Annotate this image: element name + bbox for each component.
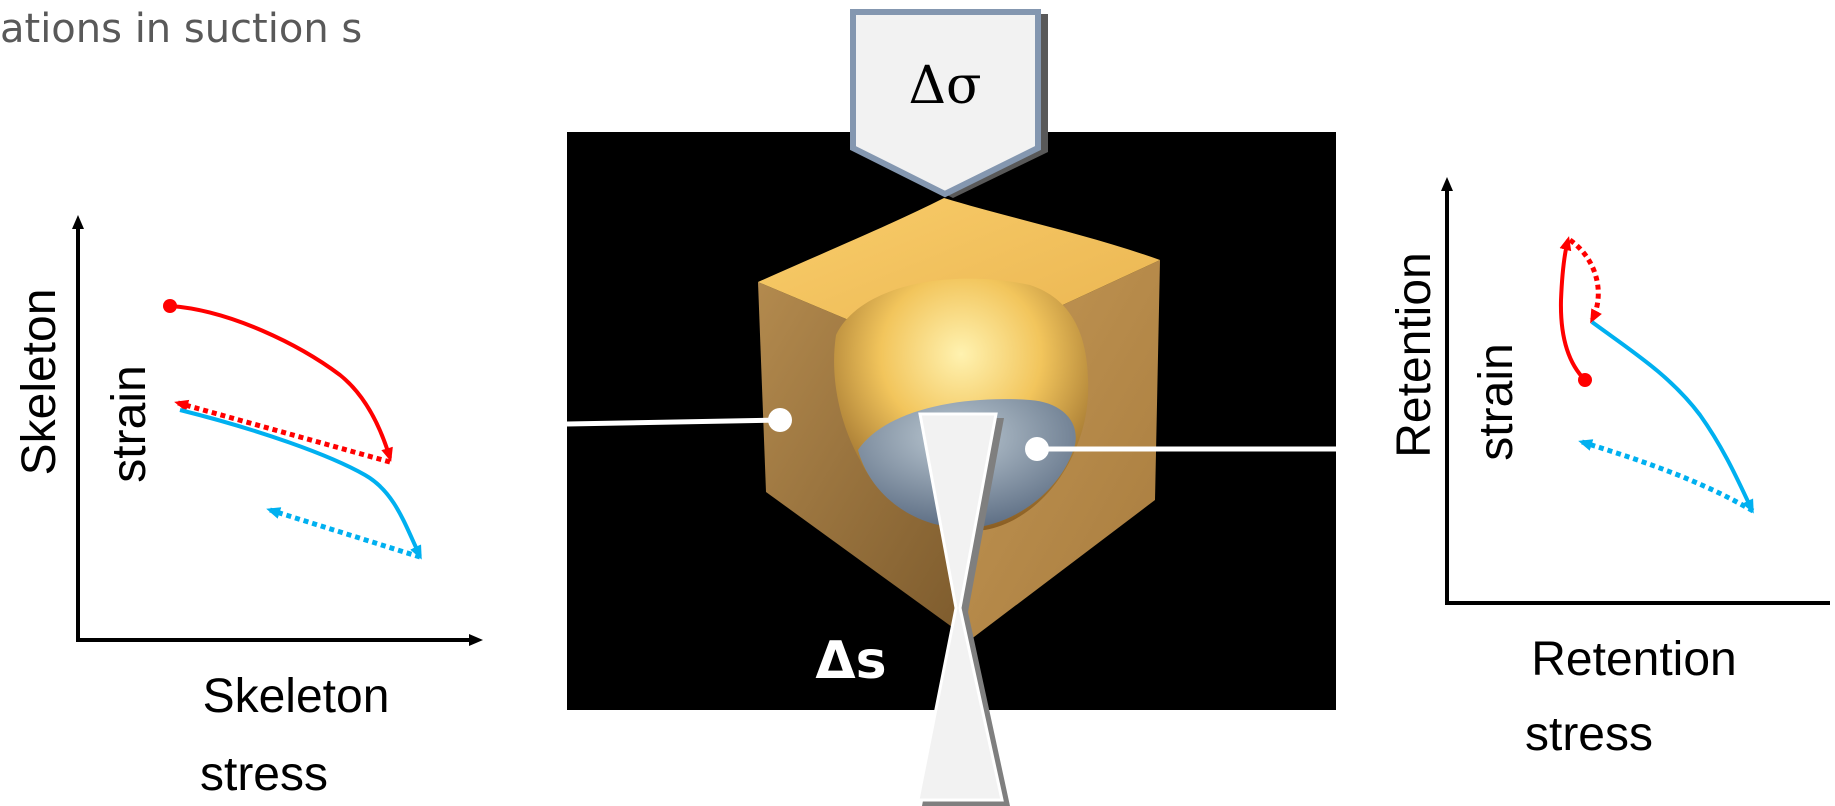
retention-red-start-point — [1578, 373, 1592, 387]
skeleton-x-label-line2: stress — [200, 748, 328, 801]
grain-leader-line — [566, 417, 781, 427]
skeleton-y-label-line1: Skeleton — [13, 289, 66, 476]
skeleton-x-label-line1: Skeleton — [203, 670, 390, 723]
water-leader-dot — [1025, 437, 1049, 461]
skeleton-red-start-point — [163, 299, 177, 313]
suction-increment-symbol: Δs — [815, 631, 886, 691]
pore-diagram: Δs Δσ — [566, 9, 1336, 806]
stress-arrow — [850, 9, 1041, 198]
skeleton-red-dotted-path — [174, 399, 391, 465]
retention-y-label-line1: Retention — [1388, 252, 1441, 457]
grain-leader-dot — [768, 408, 792, 432]
retention-red-solid-path — [1558, 236, 1587, 382]
retention-blue-dotted-path — [1578, 439, 1755, 514]
stress-increment-symbol: Δσ — [908, 56, 981, 116]
skeleton-red-solid-path — [169, 304, 393, 462]
retention-blue-solid-path — [1590, 320, 1754, 514]
retention-x-label-line2: stress — [1525, 708, 1653, 761]
skeleton-blue-solid-path — [179, 408, 422, 560]
retention-red-dotted-path — [1568, 237, 1602, 324]
suction-hourglass — [916, 412, 1004, 802]
skeleton-plot: Skeleton strain Skeleton stress — [13, 215, 483, 801]
retention-y-label-line2: strain — [1470, 343, 1523, 460]
retention-x-label-line1: Retention — [1531, 633, 1736, 686]
skeleton-blue-dotted-path — [266, 507, 421, 560]
retention-plot: Retention strain Retention stress — [1388, 177, 1830, 761]
slide-title-fragment: ations in suction s — [0, 6, 363, 52]
skeleton-y-label-line2: strain — [103, 365, 156, 482]
